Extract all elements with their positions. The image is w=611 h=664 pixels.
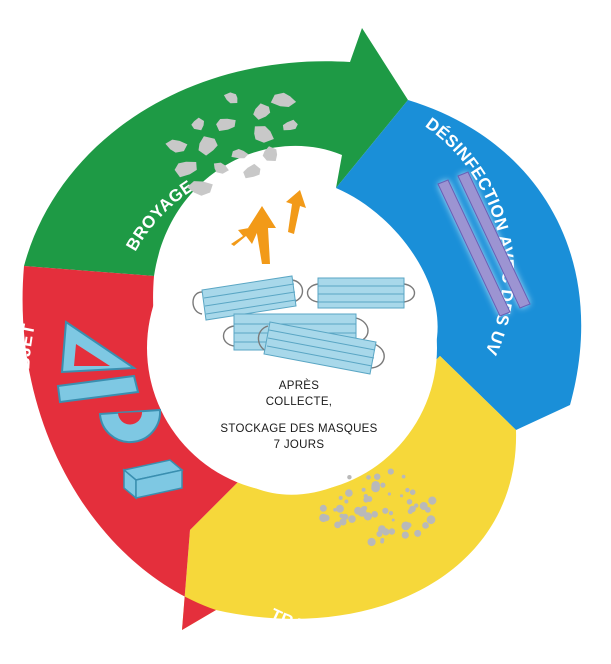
manufactured-objects-icon xyxy=(56,320,184,500)
evaporation-arrows-icon xyxy=(231,190,306,264)
broyage-segment xyxy=(24,28,408,276)
center-line-3: STOCKAGE DES MASQUES xyxy=(220,423,377,435)
center-line-4: 7 JOURS xyxy=(274,439,325,451)
ground-fragments-icon xyxy=(165,92,298,196)
uv-lamp-icon xyxy=(437,171,531,317)
center-line-2: COLLECTE, xyxy=(266,396,333,408)
center-line-1: APRÈS xyxy=(279,379,320,392)
desinfection-segment xyxy=(336,100,582,430)
microbeads-icon xyxy=(319,468,437,547)
face-masks-icon xyxy=(192,275,416,375)
